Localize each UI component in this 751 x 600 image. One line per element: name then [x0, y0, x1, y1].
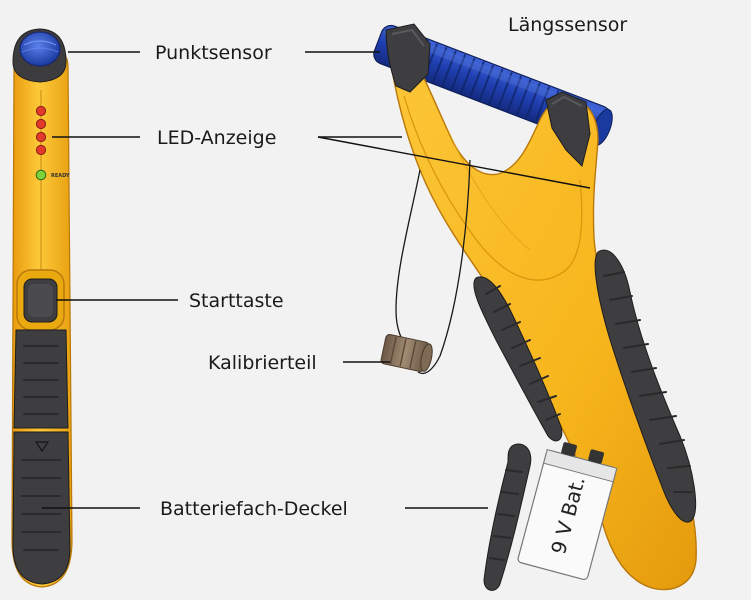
batteriefach-deckel-side — [483, 443, 532, 591]
led-green-ready — [35, 169, 47, 181]
side-grip-left — [473, 276, 563, 442]
led-red-1 — [35, 105, 47, 117]
sensor-cap-right — [545, 91, 591, 167]
label-starttaste: Starttaste — [189, 290, 284, 312]
led-red-4 — [35, 144, 47, 156]
sensor-cap-left — [385, 23, 431, 93]
battery-arrow-icon — [34, 441, 50, 453]
led-red-3 — [35, 131, 47, 143]
front-grip-ridges — [21, 345, 61, 551]
label-batteriefach-deckel: Batteriefach-Deckel — [160, 498, 348, 520]
label-punktsensor: Punktsensor — [155, 42, 272, 64]
leader-lines — [42, 51, 591, 509]
led-indicators: READY — [35, 105, 70, 181]
label-kalibrierteil: Kalibrierteil — [208, 352, 317, 374]
side-grip-left-ridges — [485, 285, 561, 421]
labels: Punktsensor Längssensor LED-Anzeige Star… — [155, 14, 627, 520]
side-body-contour — [403, 95, 583, 281]
battery-9v: 9 V Bat. — [517, 442, 618, 581]
ready-label: READY — [51, 173, 70, 179]
side-view-device: 9 V Bat. — [373, 23, 697, 591]
label-laengssensor: Längssensor — [508, 14, 627, 36]
side-grip-right — [594, 249, 697, 523]
batteriefach-deckel-front — [12, 431, 71, 585]
label-led-anzeige: LED-Anzeige — [157, 127, 276, 149]
side-grip-right-ridges — [603, 271, 693, 493]
led-red-2 — [35, 118, 47, 130]
punktsensor-dome — [19, 31, 61, 67]
calibration-cord — [395, 169, 421, 347]
kalibrierteil-part — [380, 333, 433, 373]
front-view-device: READY — [11, 28, 73, 588]
